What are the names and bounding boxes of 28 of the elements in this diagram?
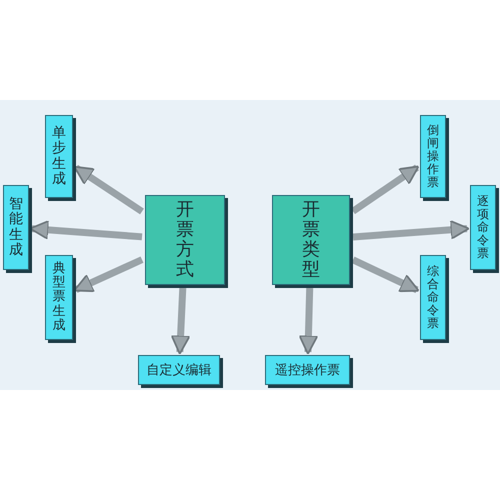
node-label: 遥控操作票 — [275, 362, 340, 379]
arrow — [298, 288, 318, 355]
item-box — [45, 255, 73, 340]
node-label: 自定义编辑 — [146, 362, 212, 379]
category-box — [145, 195, 225, 285]
arrow — [74, 164, 144, 214]
arrow — [73, 256, 144, 293]
node-label: 单步生成 — [52, 126, 66, 188]
item-box — [420, 115, 446, 198]
arrow — [29, 220, 142, 240]
item-box — [3, 185, 29, 270]
arrow — [351, 164, 420, 214]
item-box — [45, 115, 73, 198]
node-label: 开票方式 — [176, 200, 194, 280]
node-label: 开票类型 — [302, 200, 320, 280]
node-label: 典型票生成 — [52, 262, 66, 334]
arrow — [352, 256, 420, 294]
item-box — [420, 255, 446, 340]
node-label: 智能生成 — [9, 196, 23, 258]
node-label: 综合命令票 — [427, 264, 439, 330]
category-box — [272, 195, 350, 285]
item-box — [265, 355, 350, 385]
node-label: 倒闸操作票 — [427, 124, 439, 190]
item-box — [138, 355, 220, 385]
arrow — [352, 220, 470, 240]
arrow — [170, 288, 190, 355]
node-label: 逐项命令票 — [477, 194, 489, 260]
item-box — [470, 185, 496, 270]
